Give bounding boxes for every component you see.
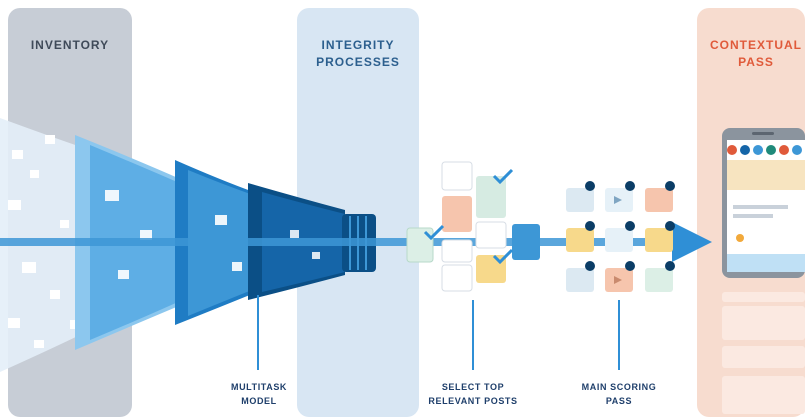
arrow-right-icon <box>672 222 712 262</box>
feed-cards <box>722 292 805 414</box>
play-icon <box>614 196 622 204</box>
integrity-title: INTEGRITY PROCESSES <box>316 38 400 69</box>
flow-arrow <box>0 222 712 262</box>
selected-posts <box>406 161 540 292</box>
checkmark-icon <box>423 224 445 241</box>
checkmark-icon <box>492 168 514 185</box>
select-caption: SELECT TOP RELEVANT POSTS <box>428 382 518 406</box>
scoring-caption: MAIN SCORING PASS <box>581 382 657 406</box>
multitask-caption: MULTITASK MODEL <box>230 382 288 406</box>
checkmark-icon <box>492 248 514 265</box>
scoring-grid <box>566 181 675 292</box>
phone-icon <box>722 128 805 278</box>
play-icon <box>614 276 622 284</box>
inventory-title: INVENTORY <box>30 38 110 52</box>
contextual-title: CONTEXTUAL PASS <box>710 38 802 69</box>
